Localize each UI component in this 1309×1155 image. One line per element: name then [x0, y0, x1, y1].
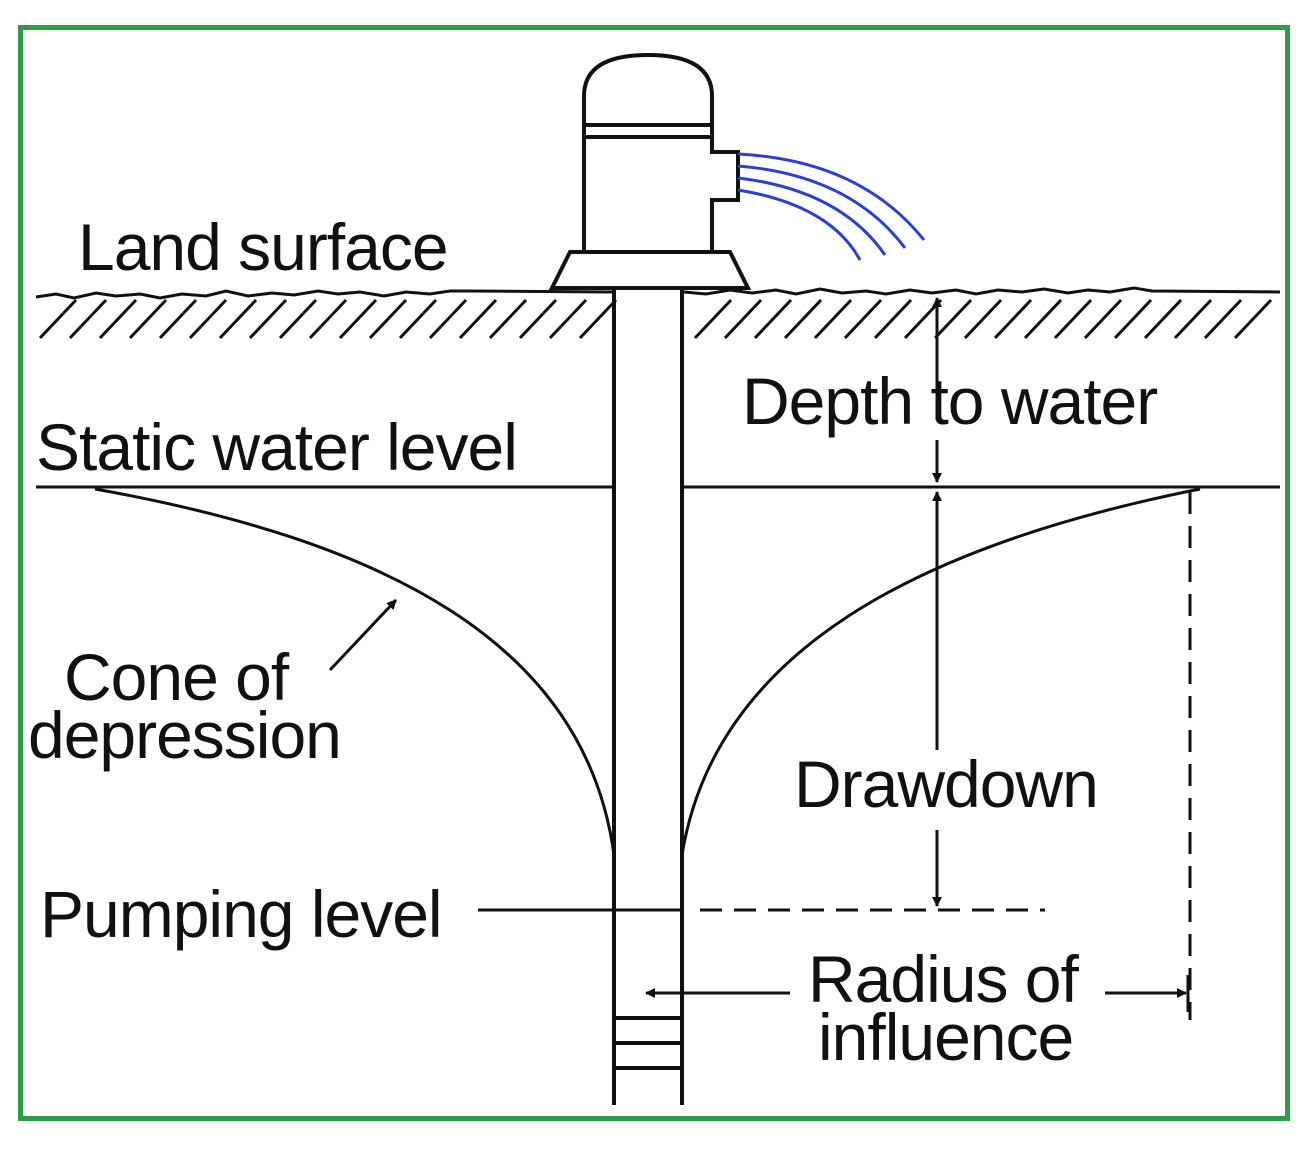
- water-discharge-icon: [737, 152, 926, 261]
- hatch-mark: [428, 298, 468, 340]
- hatch-mark: [518, 298, 558, 340]
- hatch-mark: [398, 298, 438, 340]
- hatch-mark: [68, 298, 108, 340]
- hatch-mark: [548, 298, 588, 340]
- hatch-mark: [308, 298, 348, 340]
- hatch-mark: [783, 298, 823, 340]
- hatch-mark: [693, 298, 733, 340]
- hatch-mark: [248, 298, 288, 340]
- hatch-mark: [1083, 298, 1123, 340]
- cone-pointer-arrow: [328, 598, 398, 672]
- hatch-mark: [128, 298, 168, 340]
- hatch-mark: [753, 298, 793, 340]
- radius-of-influence-label-line1: Radius of: [808, 942, 1079, 1016]
- hatch-mark: [1023, 298, 1063, 340]
- hatch-mark: [723, 298, 763, 340]
- hatch-mark: [993, 298, 1033, 340]
- land-surface-line: [35, 286, 1281, 300]
- ground-hatching: [38, 298, 1273, 340]
- depth-to-water-label: Depth to water: [742, 364, 1157, 438]
- cone-of-depression-curve: [94, 487, 1201, 856]
- hatch-mark: [218, 298, 258, 340]
- static-water-level-label: Static water level: [36, 410, 517, 484]
- land-surface-label: Land surface: [78, 210, 448, 284]
- hatch-mark: [488, 298, 528, 340]
- hatch-mark: [1113, 298, 1153, 340]
- hatch-mark: [338, 298, 378, 340]
- cone-of-depression-label-line2: depression: [28, 698, 341, 772]
- hatch-mark: [813, 298, 853, 340]
- hatch-mark: [933, 298, 973, 340]
- hatch-mark: [578, 298, 618, 340]
- hatch-mark: [158, 298, 198, 340]
- hatch-mark: [458, 298, 498, 340]
- pumping-level-label: Pumping level: [40, 877, 442, 951]
- well-casing: [612, 288, 684, 1105]
- hatch-mark: [98, 298, 138, 340]
- hatch-mark: [1173, 298, 1213, 340]
- cone-of-depression-label-line1: Cone of: [64, 640, 290, 714]
- radius-of-influence-label-line2: influence: [818, 1000, 1073, 1074]
- hatch-mark: [1143, 298, 1183, 340]
- hatch-mark: [963, 298, 1003, 340]
- hatch-mark: [1233, 298, 1273, 340]
- hatch-mark: [278, 298, 318, 340]
- hatch-mark: [873, 298, 913, 340]
- hatch-mark: [38, 298, 78, 340]
- hatch-mark: [368, 298, 408, 340]
- drawdown-label: Drawdown: [794, 747, 1098, 821]
- hatch-mark: [188, 298, 228, 340]
- hatch-mark: [1053, 298, 1093, 340]
- hatch-mark: [1203, 298, 1243, 340]
- pump-house: [548, 52, 752, 290]
- hatch-mark: [843, 298, 883, 340]
- well-screen: [614, 1016, 682, 1070]
